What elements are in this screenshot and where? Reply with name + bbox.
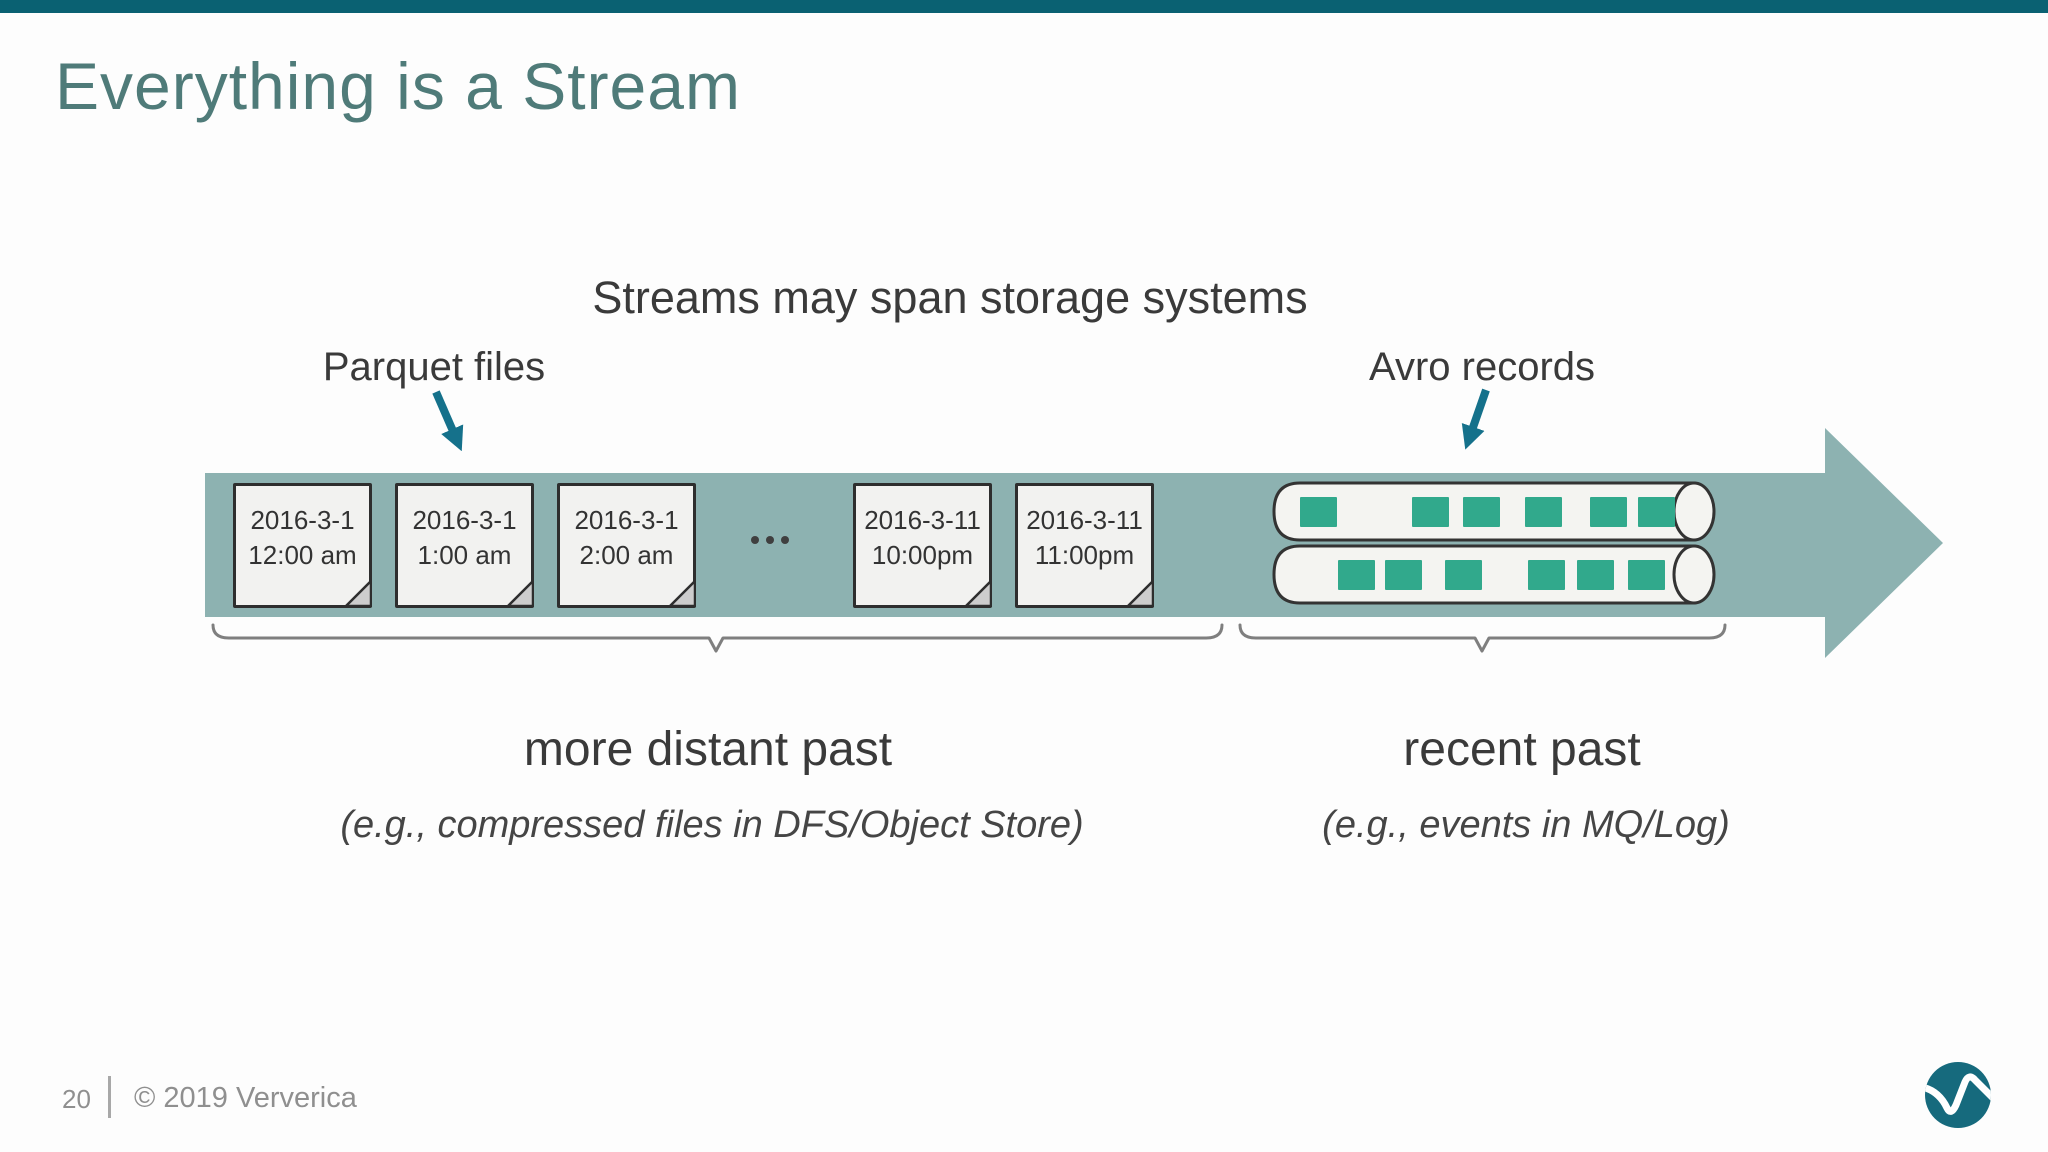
file-icon: 2016-3-11 11:00pm [1015, 483, 1154, 608]
file-date: 2016-3-1 [412, 504, 517, 535]
file-icon: 2016-3-1 12:00 am [233, 483, 372, 608]
file-date: 2016-3-11 [1026, 504, 1143, 535]
avro-records-label: Avro records [1368, 345, 1596, 389]
ververica-logo-icon [1925, 1062, 1991, 1128]
file-time: 11:00pm [1034, 539, 1135, 570]
file-date: 2016-3-11 [864, 504, 981, 535]
file-time: 2:00 am [579, 539, 674, 570]
file-time: 1:00 am [417, 539, 512, 570]
fold-corner-icon [668, 579, 696, 608]
diagram-heading: Streams may span storage systems [592, 272, 1308, 323]
more-distant-past-example: (e.g., compressed files in DFS/Object St… [340, 804, 1084, 846]
timeline-ellipsis [751, 536, 789, 544]
avro-arrow-icon [1461, 388, 1490, 450]
fold-corner-icon [506, 579, 534, 608]
file-date: 2016-3-1 [250, 504, 355, 535]
file-time: 10:00pm [871, 539, 974, 570]
recent-past-label: recent past [1403, 723, 1641, 776]
parquet-files-label: Parquet files [322, 345, 546, 389]
log-cylinders-icon [1272, 481, 1716, 605]
file-time: 12:00 am [248, 539, 357, 570]
slide-title: Everything is a Stream [55, 49, 741, 123]
file-icon: 2016-3-1 1:00 am [395, 483, 534, 608]
more-distant-past-label: more distant past [523, 723, 893, 776]
file-icon: 2016-3-1 2:00 am [557, 483, 696, 608]
copyright-text: © 2019 Ververica [134, 1082, 357, 1114]
fold-corner-icon [1126, 579, 1154, 608]
file-date: 2016-3-1 [574, 504, 679, 535]
fold-corner-icon [964, 579, 992, 608]
recent-past-example: (e.g., events in MQ/Log) [1322, 804, 1730, 846]
fold-corner-icon [344, 579, 372, 608]
file-icon: 2016-3-11 10:00pm [853, 483, 992, 608]
group-braces-icon [211, 623, 1727, 653]
top-accent-bar [0, 0, 2048, 13]
page-number: 20 [62, 1084, 91, 1114]
footer-divider [108, 1076, 111, 1118]
parquet-arrow-icon [432, 390, 464, 452]
